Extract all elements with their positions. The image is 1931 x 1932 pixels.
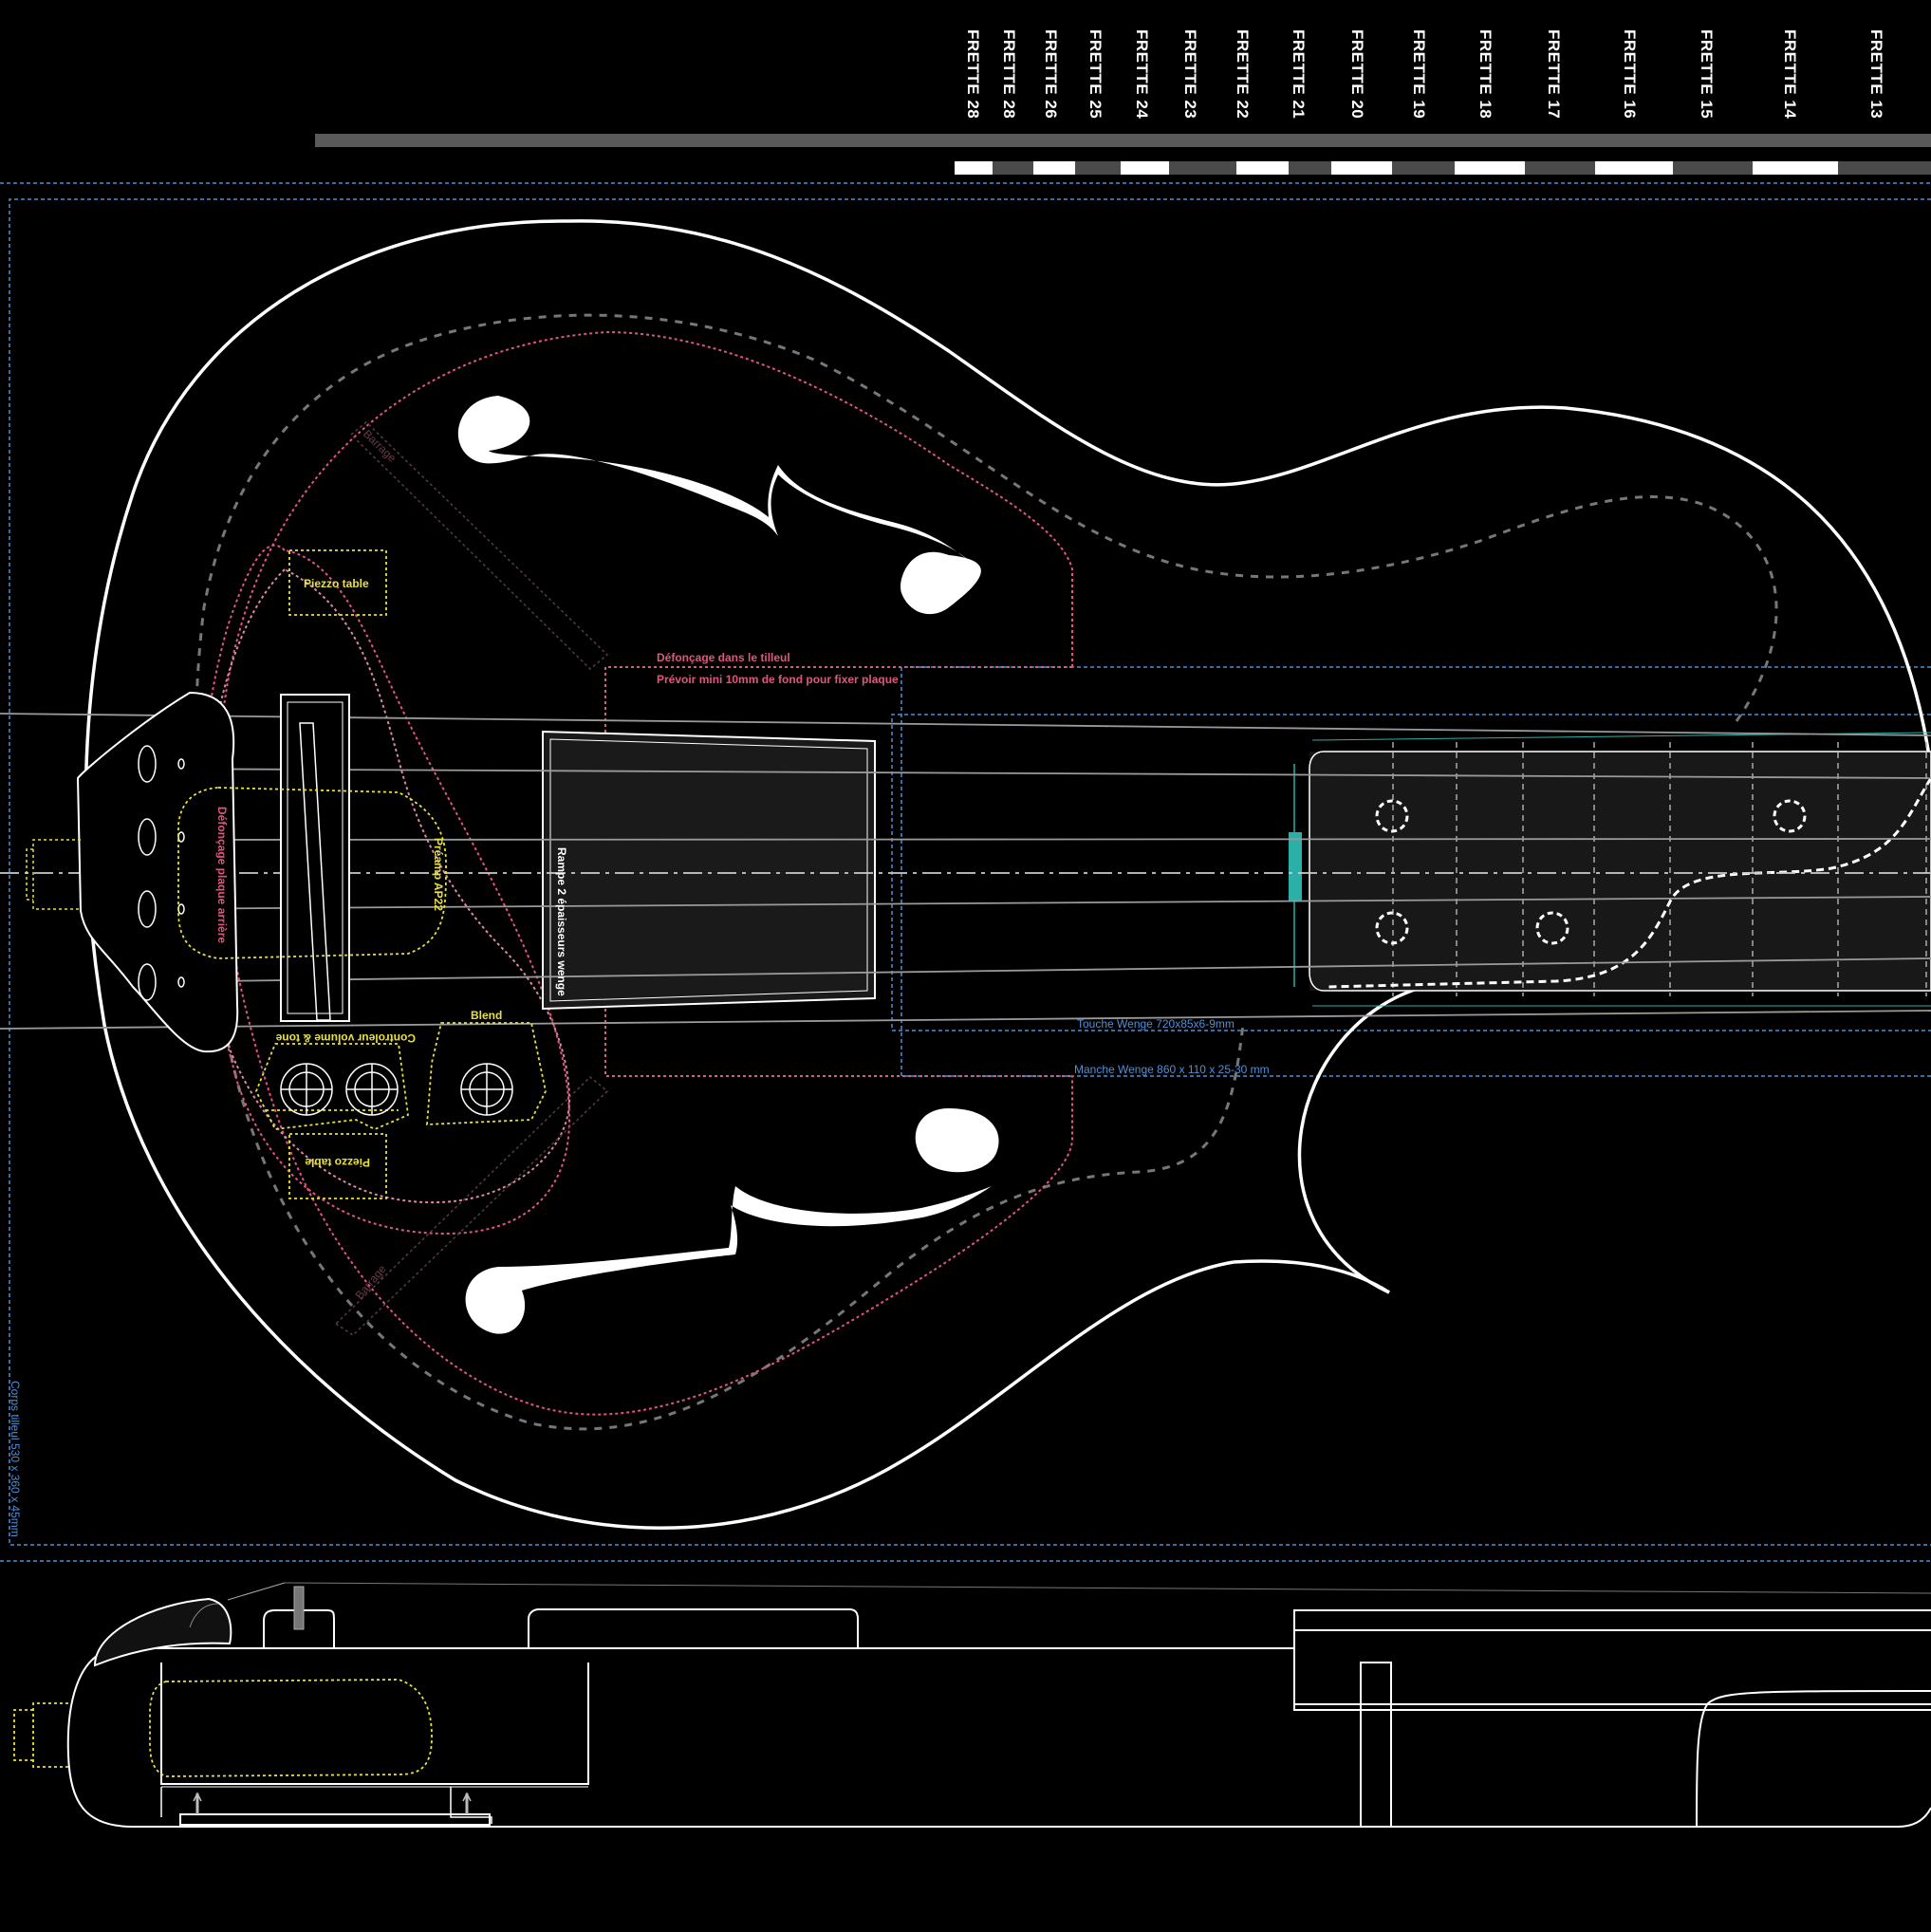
side-electronics [13, 1679, 433, 1777]
rampe-label: Rampe 2 épaisseurs wenge [555, 847, 568, 996]
barrage-bars [334, 420, 609, 1336]
defoncage-tilleul-label: Défonçage dans le tilleul [657, 651, 790, 664]
fret-label: FRETTE 20 [1348, 29, 1366, 119]
fret-label: FRETTE 17 [1545, 29, 1563, 119]
nut-marker [1289, 832, 1302, 901]
body-inner-line [194, 313, 1778, 1431]
fret-label: FRETTE 22 [1234, 29, 1252, 119]
defoncage-plaque-label: Défonçage plaque arrière [215, 807, 229, 943]
fret-label: FRETTE 18 [1476, 29, 1495, 119]
rampe-block [542, 730, 876, 1011]
checker-bar [955, 161, 1931, 175]
bridge-saddle [280, 694, 350, 1022]
preamp-label: Préamp AP22 [432, 838, 445, 911]
fret-label: FRETTE 25 [1086, 29, 1105, 119]
piezzo-table-label: Piezzo table [305, 1156, 370, 1169]
body-outline [84, 219, 1931, 1530]
fret-label: FRETTE 26 [1042, 29, 1060, 119]
fret-scale: FRETTE 28 FRETTE 28 FRETTE 26 FRETTE 25 … [315, 29, 1931, 175]
touche-label: Touche Wenge 720x85x6-9mm [1077, 1017, 1235, 1031]
tailpiece [26, 691, 239, 1053]
fret-label: FRETTE 28 [964, 29, 982, 119]
barrage-label: Barrage [353, 1262, 389, 1302]
fret-label: FRETTE 14 [1781, 29, 1799, 119]
knobs [280, 1063, 513, 1116]
fret-label: FRETTE 15 [1698, 29, 1716, 119]
corps-label: Corps tilleul 530 x 360 x 45mm [9, 1381, 22, 1537]
routing-outline [199, 330, 1073, 1416]
fret-label: FRETTE 13 [1867, 29, 1885, 119]
fret-label: FRETTE 21 [1290, 29, 1308, 119]
piezzo-table-label: Piezzo table [304, 577, 369, 590]
fret-label: FRETTE 16 [1621, 29, 1639, 119]
fret-label: FRETTE 19 [1410, 29, 1428, 119]
fret-label: FRETTE 24 [1133, 29, 1151, 119]
controleur-label: Controleur volume & tone [275, 1031, 416, 1045]
barrage-label: Barrage [361, 427, 399, 465]
side-profile [66, 1582, 1931, 1828]
neck-area [1289, 732, 1931, 1007]
manche-label: Manche Wenge 860 x 110 x 25-30 mm [1074, 1063, 1270, 1076]
fret-label: FRETTE 23 [1181, 29, 1199, 119]
scale-bar [315, 134, 1931, 147]
blend-label: Blend [471, 1009, 502, 1022]
f-hole-bottom [465, 1108, 999, 1334]
fret-label: FRETTE 28 [1000, 29, 1018, 119]
lower-horn [1233, 1259, 1390, 1294]
electronics [177, 549, 547, 1199]
prevoir-label: Prévoir mini 10mm de fond pour fixer pla… [657, 673, 899, 686]
f-hole-top [457, 396, 981, 615]
